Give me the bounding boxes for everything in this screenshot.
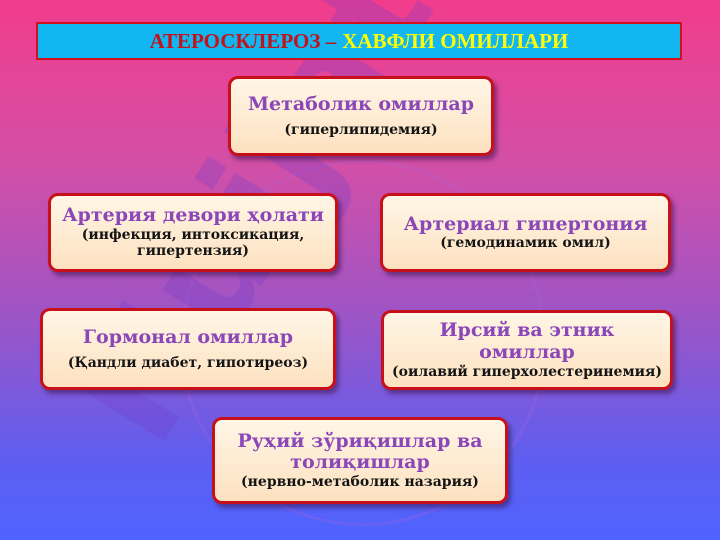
box-subtext: (оилавий гиперхолестеринемия) (392, 363, 662, 380)
box-subtext: (инфекция, интоксикация, гипертензия) (81, 227, 305, 260)
slide-title: АТЕРОСКЛЕРОЗ – ХАВФЛИ ОМИЛЛАРИ (36, 22, 682, 60)
box-hereditary-ethnic-factors: Ирсий ва этник омиллар (оилавий гиперхол… (381, 310, 673, 390)
box-heading: Артерия девори ҳолати (62, 204, 324, 227)
box-arterial-hypertension: Артериал гипертония (гемодинамик омил) (380, 193, 671, 272)
box-metabolic-factors: Метаболик омиллар (гиперлипидемия) (228, 76, 494, 156)
box-artery-wall-state: Артерия девори ҳолати (инфекция, интокси… (48, 193, 338, 272)
box-psychological-stress: Руҳий зўриқишлар ва толиқишлар (нервно-м… (212, 417, 508, 504)
title-part-2: ХАВФЛИ ОМИЛЛАРИ (342, 28, 569, 53)
title-part-1: АТЕРОСКЛЕРОЗ – (149, 28, 337, 53)
box-subtext: (Қандли диабет, гипотиреоз) (67, 354, 309, 371)
box-subtext: (гиперлипидемия) (284, 121, 438, 138)
box-hormonal-factors: Гормонал омиллар (Қандли диабет, гипотир… (40, 308, 336, 390)
box-heading: Артериал гипертония (403, 212, 648, 235)
box-heading: Руҳий зўриқишлар ва толиқишлар (237, 429, 483, 474)
box-heading: Гормонал омиллар (82, 326, 294, 349)
box-subtext: (гемодинамик омил) (440, 235, 611, 252)
box-subtext: (нервно-метаболик назария) (241, 474, 479, 491)
box-heading: Метаболик омиллар (247, 93, 475, 116)
box-heading: Ирсий ва этник омиллар (439, 319, 615, 363)
